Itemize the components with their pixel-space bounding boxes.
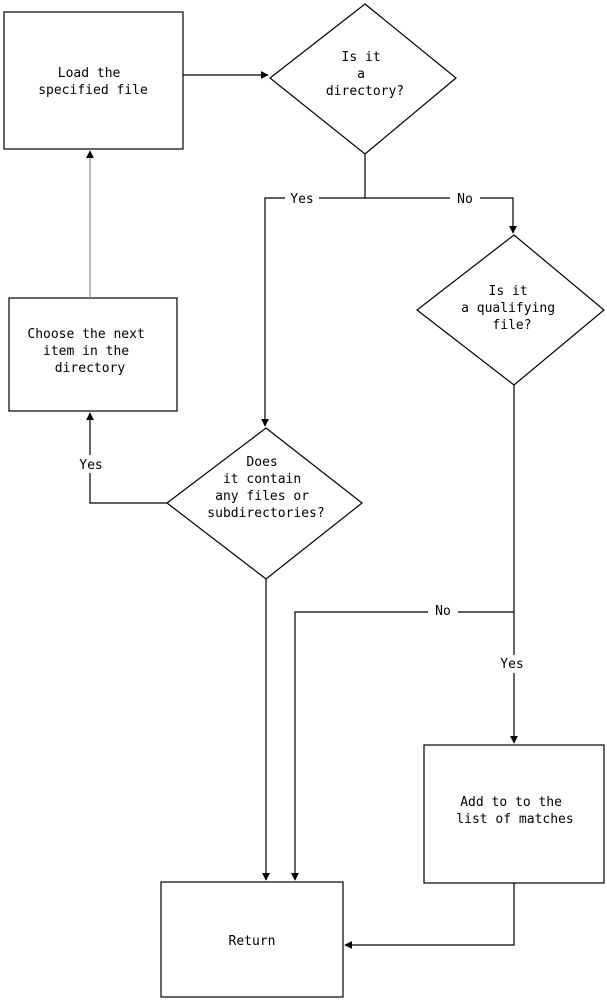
edge-label-contains-yes: Yes — [79, 458, 102, 473]
add-to-list-label: Add to to the list of matches — [456, 795, 573, 827]
is-directory-label: Is it a directory? — [326, 50, 404, 99]
edge-directory-yes — [261, 197, 365, 427]
edge-contains-yes — [86, 412, 167, 504]
edge-label-qualifying-yes: Yes — [500, 657, 523, 672]
return-label: Return — [229, 934, 276, 949]
edge-add-to-return — [344, 883, 515, 949]
choose-next-label: Choose the next item in the directory — [27, 327, 152, 376]
edge-label-qualifying-no: No — [435, 604, 451, 619]
choose-next-box — [8, 297, 178, 412]
return-box — [160, 881, 344, 998]
edge-label-directory-yes: Yes — [290, 192, 313, 207]
edge-label-directory-no: No — [457, 192, 473, 207]
edge-directory-no — [365, 197, 517, 234]
is-qualifying-label: Is it a qualifying file? — [461, 284, 563, 333]
load-file-box — [3, 11, 184, 150]
add-to-list-box — [423, 744, 605, 884]
contains-files-label: Does it contain any files or subdirector… — [207, 455, 324, 521]
load-file-label: Load the specified file — [38, 66, 148, 98]
